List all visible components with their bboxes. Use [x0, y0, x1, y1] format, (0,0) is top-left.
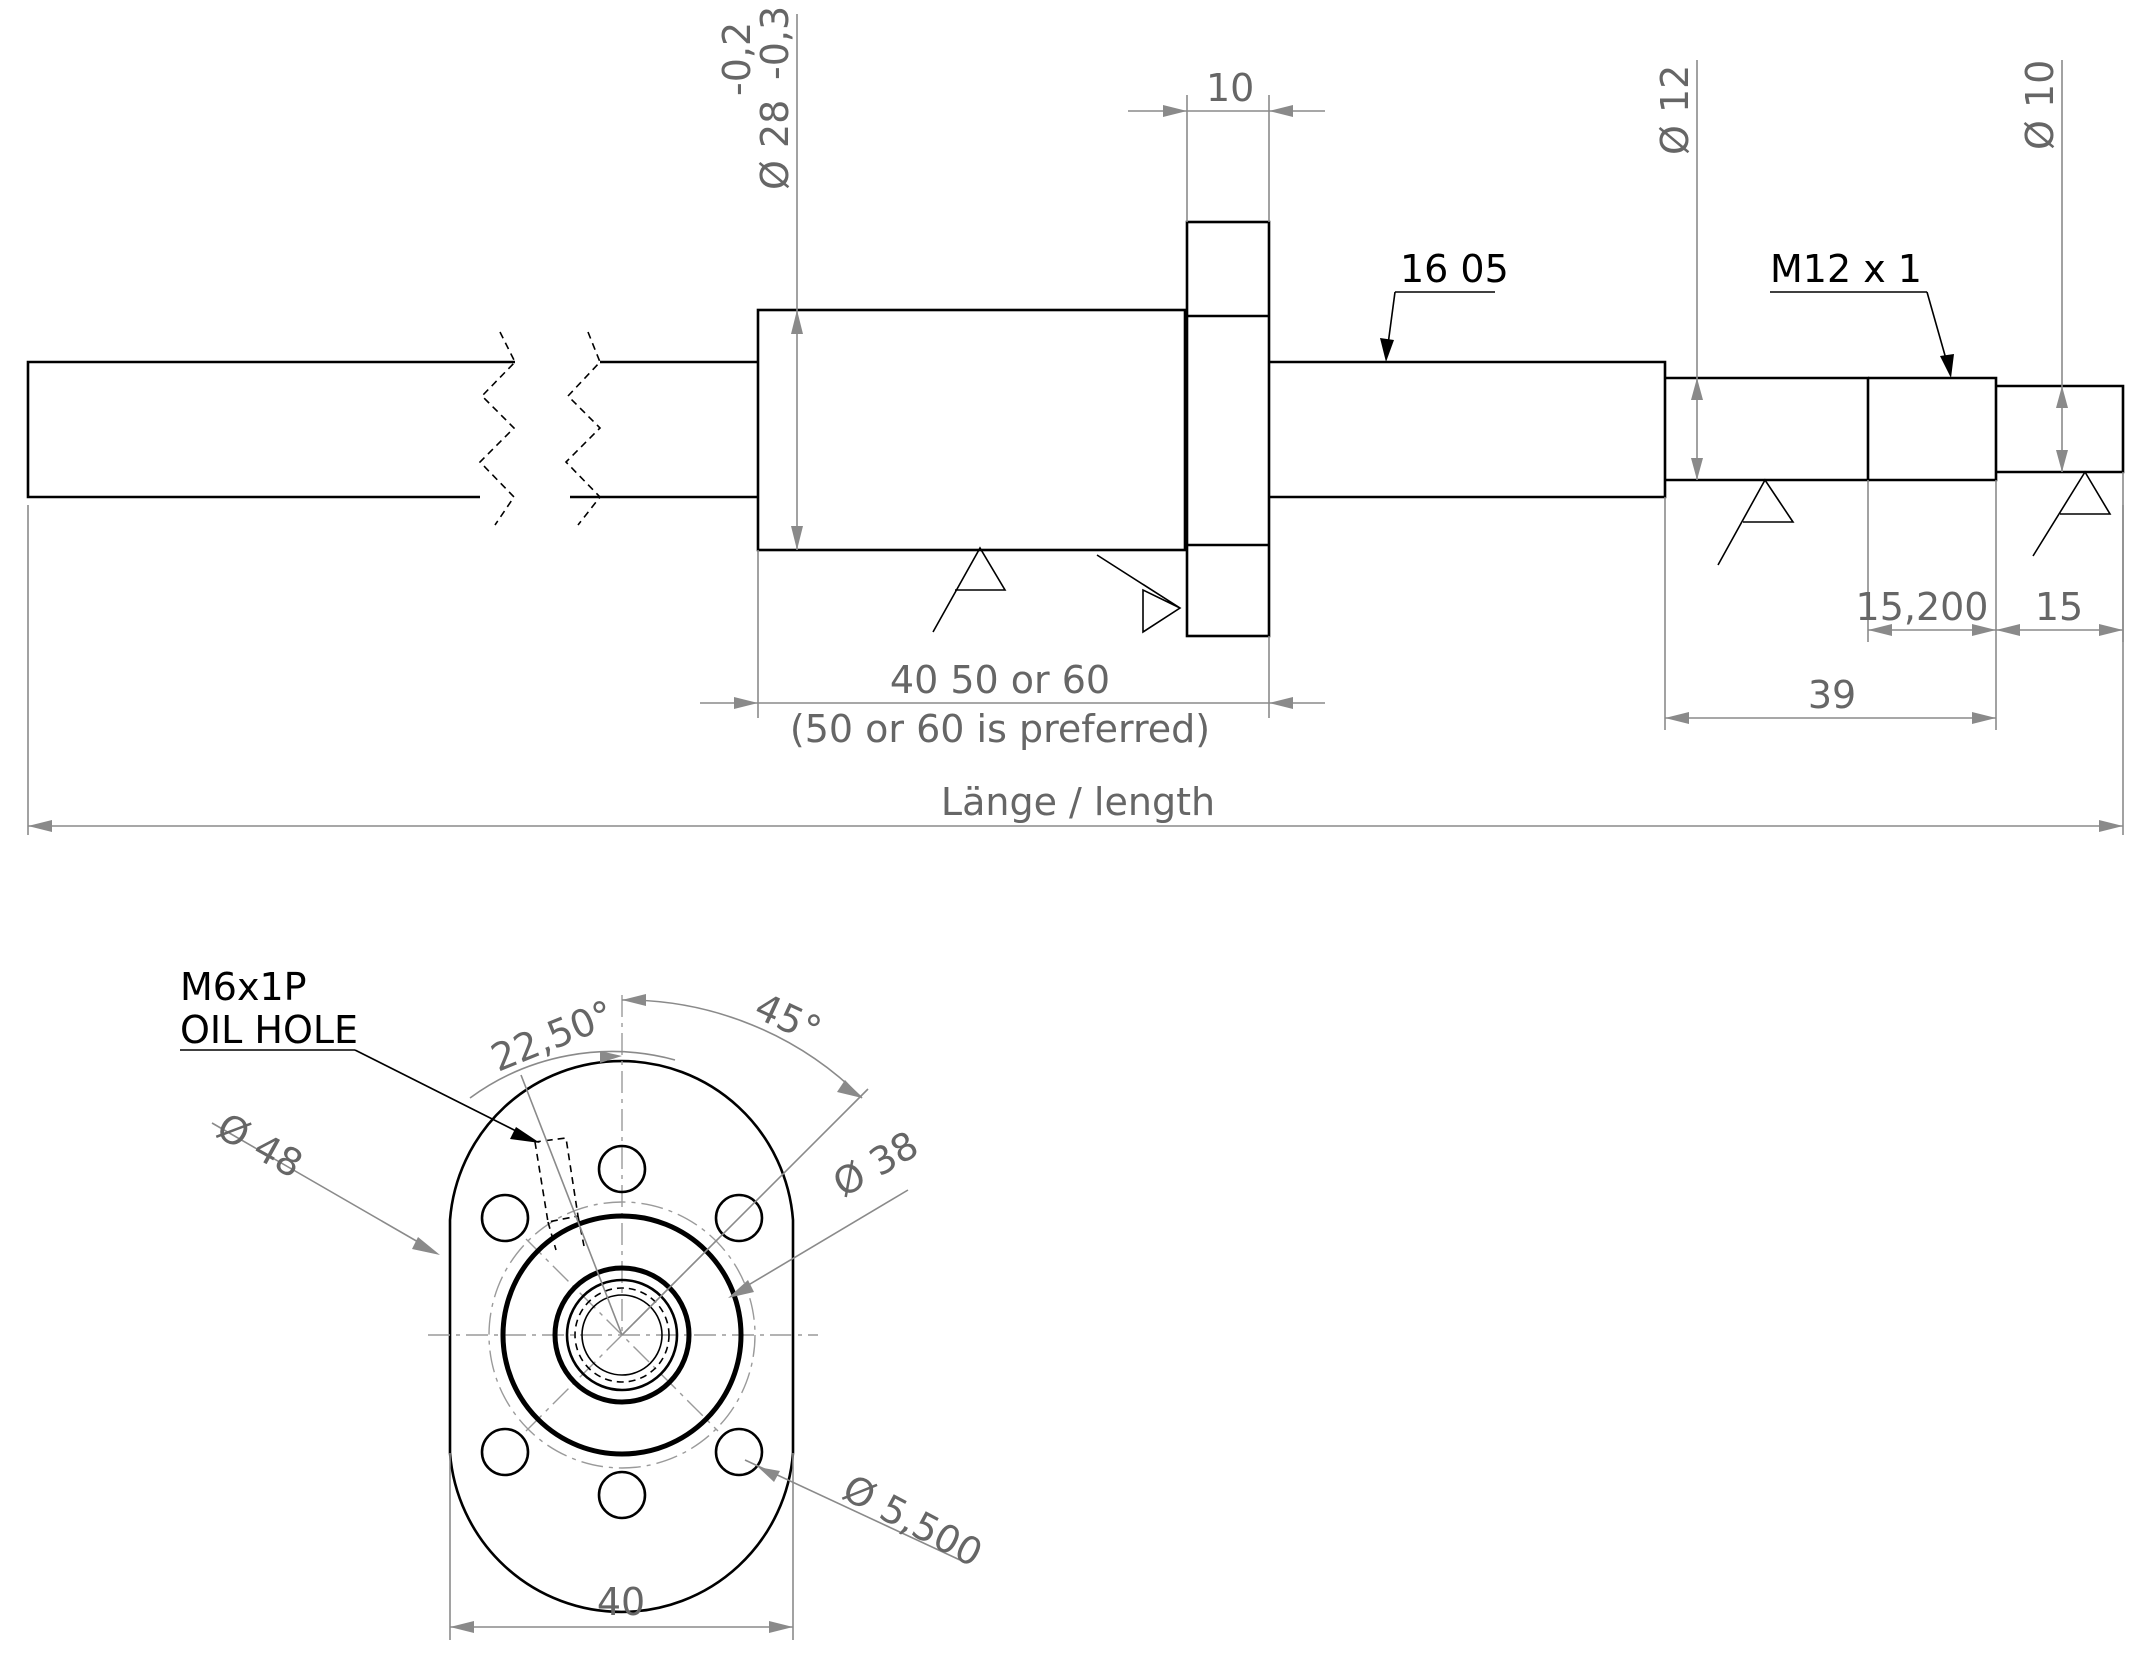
dim-dia-28-label: Ø 28: [753, 100, 797, 190]
bolt-hole-top: [597, 1144, 647, 1194]
screw-shaft: [1269, 360, 1667, 499]
thread-spec-label: M12 x 1: [1770, 247, 1922, 291]
thread-m12: [1868, 376, 1998, 482]
nut-body-circle: [500, 1213, 744, 1457]
surface-finish-symbol-nut: [932, 546, 1007, 633]
nut-flange: [1185, 220, 1271, 638]
dim-flange-width-label: 10: [1206, 66, 1254, 110]
oil-hole-label: OIL HOLE: [180, 1008, 358, 1052]
bolt-hole-lower-left: [480, 1427, 530, 1477]
dim-15200-label: 15,200: [1856, 585, 1989, 629]
journal-d10: [1996, 384, 2125, 474]
side-view: 16 05 M12 x 1 Ø 28 -0,3 -0,2 10 Ø 12 Ø 1…: [26, 6, 2125, 835]
dim-dia-10-label: Ø 10: [2018, 60, 2062, 150]
bore-outer: [552, 1265, 692, 1405]
bolt-hole-upper-right: [714, 1193, 764, 1243]
bore-inner: [565, 1278, 679, 1392]
dim-39-label: 39: [1808, 673, 1856, 717]
surface-finish-symbol-flange: [1096, 554, 1182, 634]
dim-width-40-label: 40: [597, 1580, 645, 1624]
shaft-middle-segment: [570, 360, 758, 499]
bore-core: [581, 1294, 663, 1376]
dim-dia-12-label: Ø 12: [1653, 65, 1697, 155]
bore-thread: [574, 1287, 670, 1383]
surface-finish-symbol-d12: [1717, 478, 1795, 566]
shaft-left-segment: [26, 360, 515, 499]
ball-nut-body: [756, 308, 1187, 552]
dim-nut-length-label: 40 50 or 60: [890, 658, 1110, 702]
dim-dia-28-tol-upper: -0,2: [715, 22, 759, 96]
dim-nut-length-note: (50 or 60 is preferred): [790, 707, 1210, 751]
dim-total-length-label: Länge / length: [941, 780, 1215, 824]
break-line-2: [564, 331, 602, 526]
bolt-hole-bottom: [597, 1470, 647, 1520]
screw-spec-label: 16 05: [1400, 247, 1509, 291]
bolt-hole-upper-left: [480, 1193, 530, 1243]
break-line-1: [478, 331, 516, 526]
journal-d12: [1665, 376, 1870, 482]
dim-15-label: 15: [2035, 585, 2083, 629]
surface-finish-symbol-d10: [2032, 470, 2112, 557]
bolt-hole-lower-right: [714, 1427, 764, 1477]
oil-hole-thread-label: M6x1P: [180, 965, 307, 1009]
dim-dia-28-tol-lower: -0,3: [753, 6, 797, 80]
